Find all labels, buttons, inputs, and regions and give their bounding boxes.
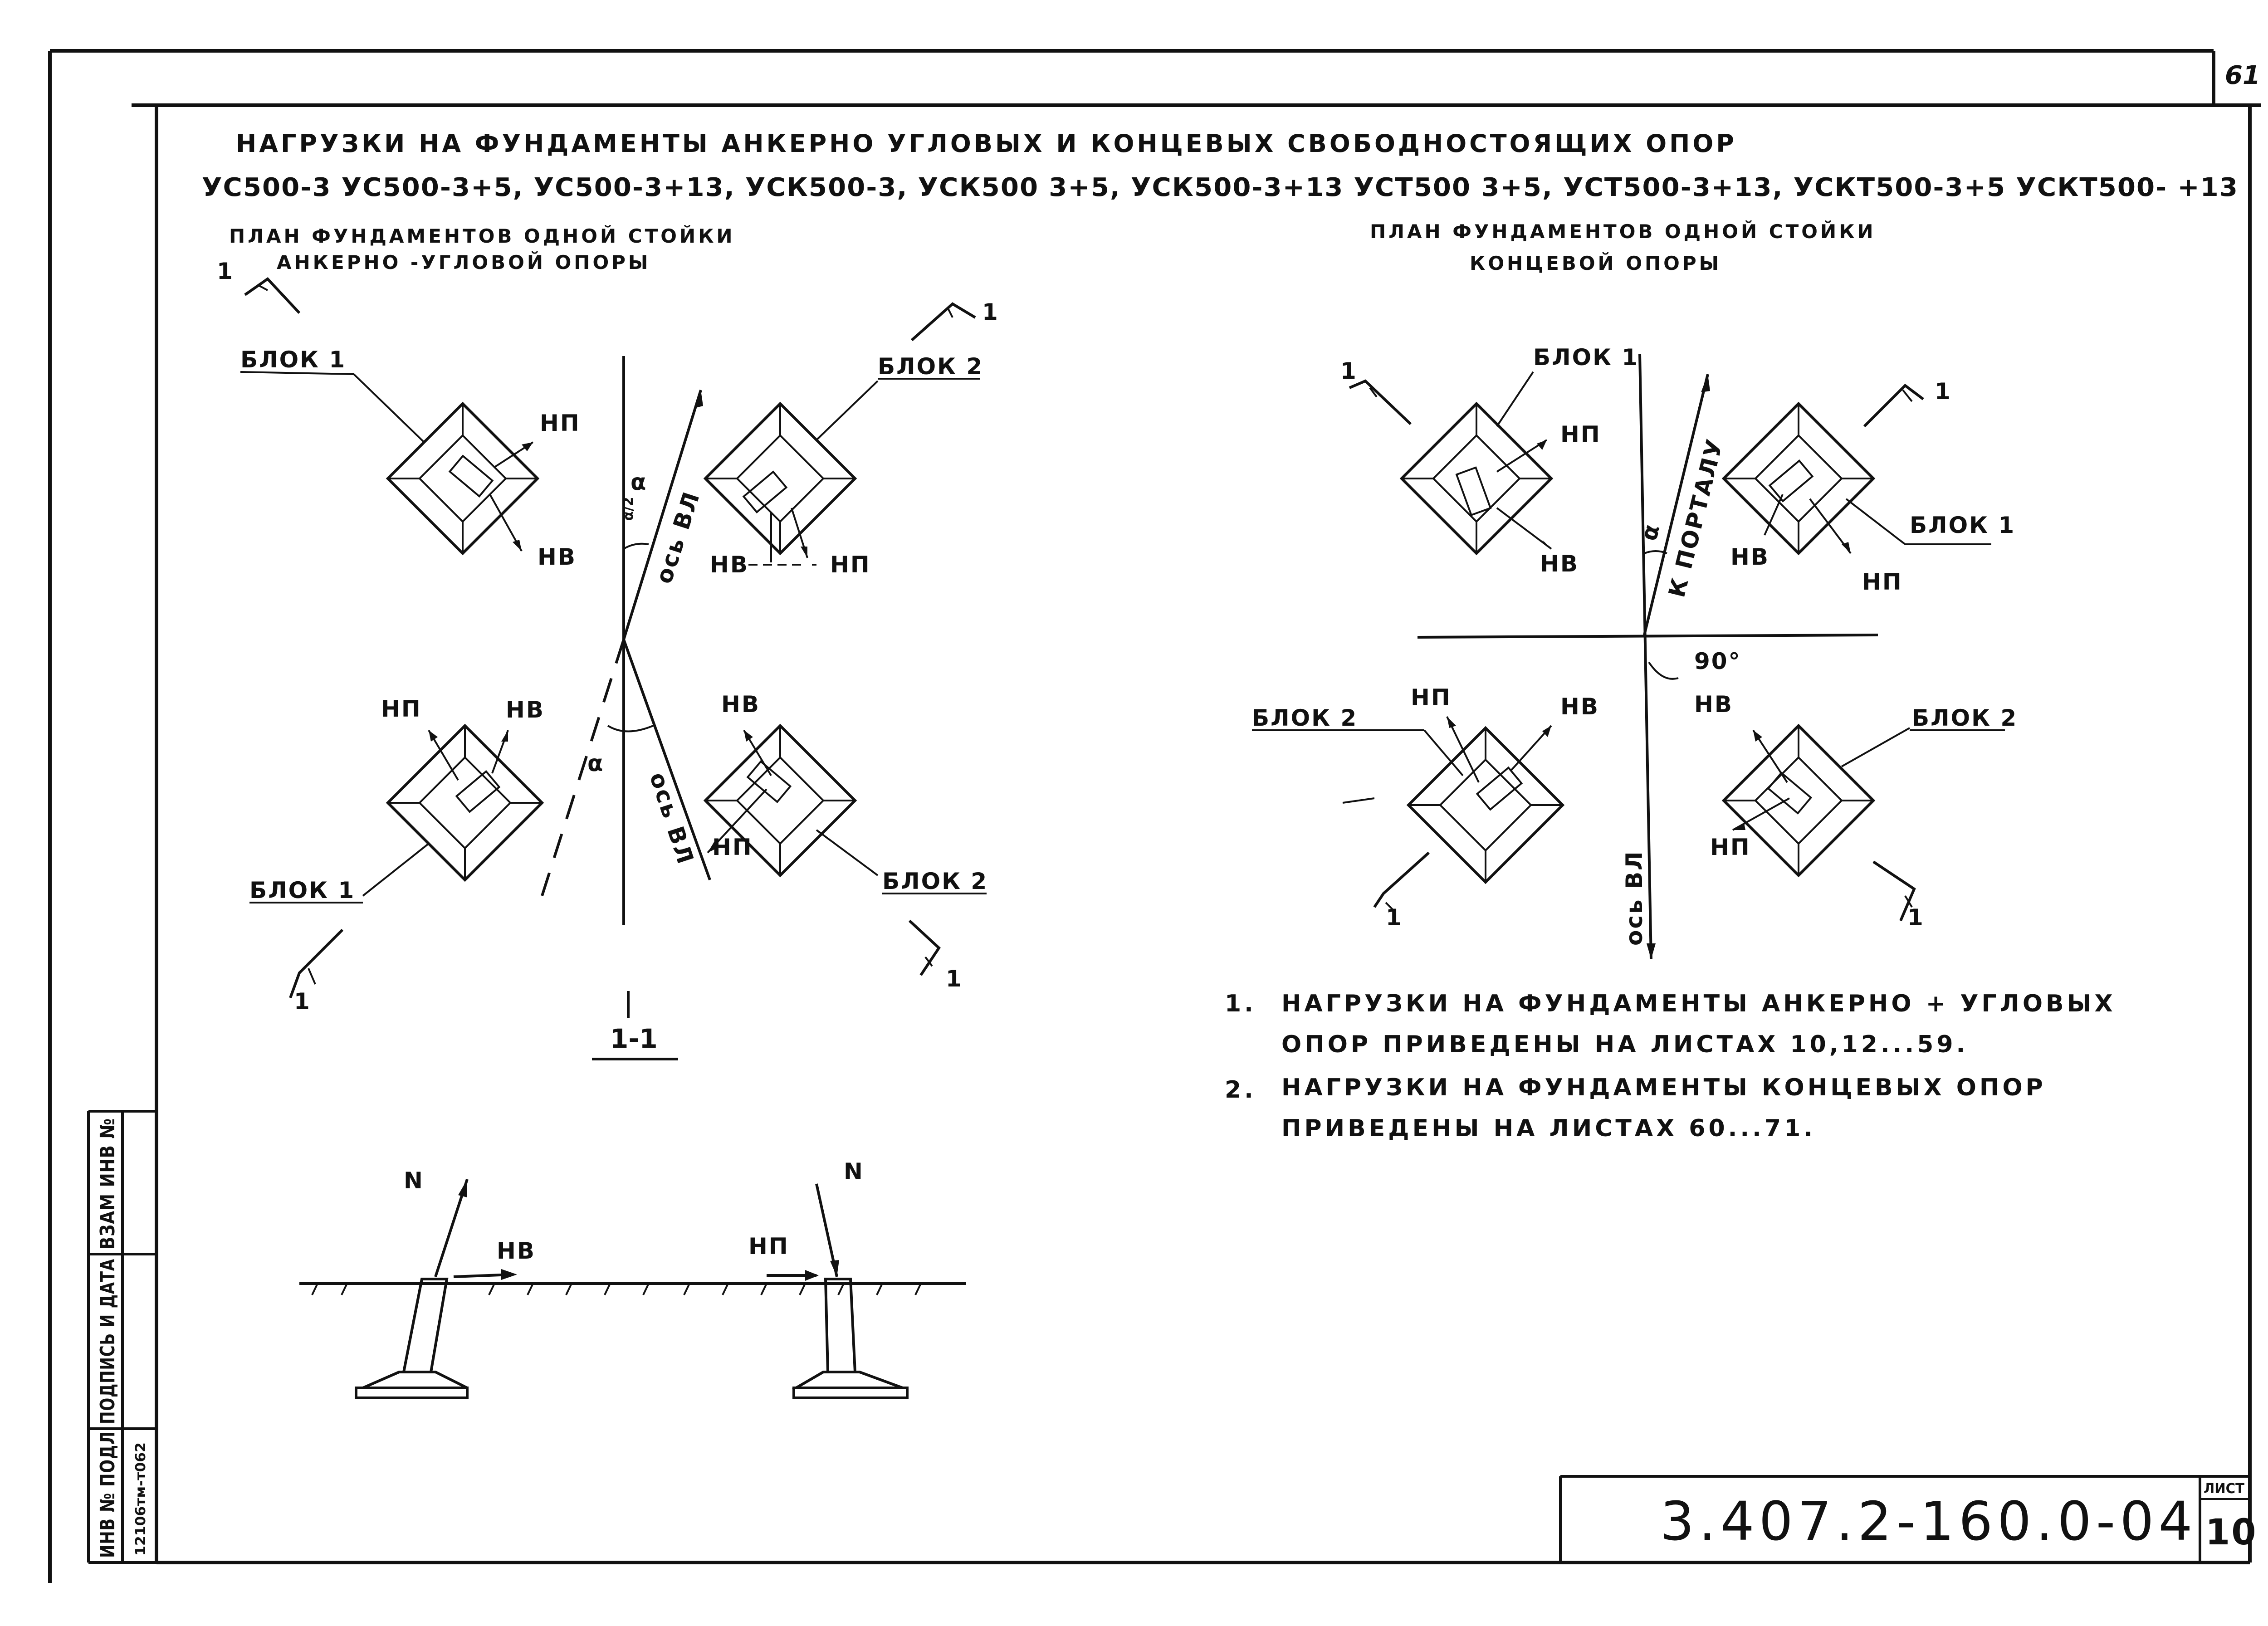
section-mark-r-bl: 1 bbox=[1373, 851, 1430, 931]
pile-right bbox=[824, 1278, 857, 1373]
notes: 1. НАГРУЗКИ НА ФУНДАМЕНТЫ АНКЕРНО + УГЛО… bbox=[1225, 990, 2116, 1142]
line-axis-dashed bbox=[541, 639, 625, 896]
section-mark-bottom-right: 1 bbox=[908, 919, 963, 992]
left-plan-heading: ПЛАН ФУНДАМЕНТОВ ОДНОЙ СТОЙКИ bbox=[229, 225, 735, 247]
label-alpha-top: α bbox=[631, 469, 647, 495]
r-label-block1-top: БЛОК 1 bbox=[1533, 344, 1639, 371]
note-1-number: 1. bbox=[1225, 990, 1256, 1017]
label-nv-tl: НВ bbox=[538, 544, 577, 570]
svg-text:1: 1 bbox=[217, 258, 234, 284]
label-nv-tr: НВ bbox=[710, 552, 749, 578]
label-nv-bl: НВ bbox=[506, 697, 545, 723]
r-label-block1-right: БЛОК 1 bbox=[1910, 512, 2015, 538]
line-to-portal bbox=[1643, 374, 1709, 635]
r-label-np-tl: НП bbox=[1560, 421, 1601, 448]
r-label-nv-r: НВ bbox=[1730, 544, 1769, 570]
section-n-left: N bbox=[404, 1167, 424, 1194]
section-view: 1-1 N НВ N НП bbox=[299, 991, 966, 1399]
section-n-right: N bbox=[844, 1158, 864, 1185]
page-subtitle: УС500-3 УС500-3+5, УС500-3+13, УСК500-3,… bbox=[202, 173, 2239, 202]
right-plan: ПЛАН ФУНДАМЕНТОВ ОДНОЙ СТОЙКИ КОНЦЕВОЙ О… bbox=[1252, 220, 2018, 960]
side-inv-number: 12106тм-т062 bbox=[133, 1442, 149, 1556]
line-axis-top bbox=[622, 390, 702, 640]
note-2-line2: ПРИВЕДЕНЫ НА ЛИСТАХ 60...71. bbox=[1281, 1115, 1816, 1142]
label-np-tl: НП bbox=[540, 410, 581, 436]
label-nv-br: НВ bbox=[721, 691, 760, 718]
svg-text:1: 1 bbox=[1340, 358, 1358, 384]
label-block2-bottom: БЛОК 2 bbox=[882, 868, 988, 894]
section-mark-r-tl: 1 bbox=[1340, 358, 1412, 425]
footing-right bbox=[791, 1371, 904, 1389]
r-block-1-right bbox=[1721, 401, 1876, 556]
section-nv: НВ bbox=[497, 1238, 536, 1264]
note-2-line1: НАГРУЗКИ НА ФУНДАМЕНТЫ КОНЦЕВЫХ ОПОР bbox=[1281, 1074, 2046, 1101]
note-2-number: 2. bbox=[1225, 1076, 1256, 1104]
side-col-inv: ИНВ № ПОДЛ bbox=[96, 1431, 119, 1558]
svg-text:1: 1 bbox=[946, 966, 963, 992]
label-block1-bottom: БЛОК 1 bbox=[249, 877, 355, 903]
pile-left bbox=[402, 1278, 449, 1373]
section-label: 1-1 bbox=[610, 1023, 658, 1054]
r-block-2-left bbox=[1406, 726, 1565, 884]
right-plan-heading-2: КОНЦЕВОЙ ОПОРЫ bbox=[1470, 252, 1721, 274]
section-mark-top-left: 1 bbox=[217, 258, 301, 314]
svg-text:1: 1 bbox=[1386, 904, 1403, 931]
section-mark-top-right: 1 bbox=[911, 299, 999, 342]
sheet-label: ЛИСТ bbox=[2204, 1481, 2245, 1497]
page-title: НАГРУЗКИ НА ФУНДАМЕНТЫ АНКЕРНО УГЛОВЫХ И… bbox=[236, 129, 1737, 158]
drawing-code: 3.407.2-160.0-04 bbox=[1660, 1490, 2197, 1553]
r-label-block2-left: БЛОК 2 bbox=[1252, 705, 1358, 731]
vertical-axis-right bbox=[1638, 353, 1652, 960]
footing-left bbox=[362, 1371, 468, 1389]
line-axis-bottom bbox=[622, 639, 711, 881]
horizontal-axis-right bbox=[1417, 634, 1878, 639]
r-block-2-right bbox=[1721, 723, 1876, 878]
foundation-block-2-bottom bbox=[703, 723, 857, 878]
section-mark-r-tr: 1 bbox=[1863, 378, 1952, 428]
foundation-block-1-bottom bbox=[386, 723, 544, 882]
label-block1-top: БЛОК 1 bbox=[240, 347, 346, 373]
section-mark-r-br: 1 bbox=[1872, 860, 1925, 931]
label-axis-vl-top: ось ВЛ bbox=[650, 488, 705, 586]
label-alpha: α bbox=[587, 750, 604, 776]
label-np-tr: НП bbox=[830, 552, 871, 578]
r-label-np-bl: НП bbox=[1411, 684, 1452, 711]
page-number: 61 bbox=[2225, 61, 2260, 90]
left-plan: ПЛАН ФУНДАМЕНТОВ ОДНОЙ СТОЙКИ АНКЕРНО -У… bbox=[217, 225, 999, 1015]
label-axis-vl-bottom: ось ВЛ bbox=[645, 769, 699, 868]
side-table: ИНВ № ПОДЛ ПОДПИСЬ И ДАТА ВЗАМ ИНВ № 121… bbox=[87, 1110, 156, 1564]
r-label-nv-bl: НВ bbox=[1560, 693, 1599, 720]
label-alpha-half: α/2 bbox=[621, 497, 636, 521]
side-col-signature: ПОДПИСЬ И ДАТА bbox=[96, 1259, 119, 1424]
svg-text:1: 1 bbox=[1935, 378, 1952, 405]
label-angle-90: 90° bbox=[1694, 648, 1741, 674]
r-label-nv-tl: НВ bbox=[1540, 551, 1579, 577]
svg-text:1: 1 bbox=[294, 988, 311, 1015]
left-plan-heading-2: АНКЕРНО -УГЛОВОЙ ОПОРЫ bbox=[277, 251, 650, 273]
r-label-np-r: НП bbox=[1862, 569, 1903, 595]
label-np-bl: НП bbox=[381, 696, 422, 722]
note-1-line1: НАГРУЗКИ НА ФУНДАМЕНТЫ АНКЕРНО + УГЛОВЫХ bbox=[1281, 990, 2116, 1017]
foundation-block-1-top bbox=[386, 401, 540, 556]
label-block2-top: БЛОК 2 bbox=[878, 353, 983, 380]
ground-hatching bbox=[311, 1283, 922, 1295]
right-plan-heading: ПЛАН ФУНДАМЕНТОВ ОДНОЙ СТОЙКИ bbox=[1370, 220, 1876, 243]
r-label-alpha: α bbox=[1636, 520, 1666, 543]
side-col-replaced: ВЗАМ ИНВ № bbox=[96, 1118, 119, 1250]
section-np: НП bbox=[748, 1233, 789, 1260]
sheet-number: 10 bbox=[2205, 1512, 2258, 1553]
r-label-block2-right: БЛОК 2 bbox=[1912, 705, 2018, 731]
foundation-block-2-top bbox=[703, 401, 857, 556]
section-mark-bottom-left: 1 bbox=[289, 928, 344, 1015]
sheet-frame: 61 bbox=[48, 49, 2261, 1583]
note-1-line2: ОПОР ПРИВЕДЕНЫ НА ЛИСТАХ 10,12...59. bbox=[1281, 1031, 1968, 1058]
r-label-np-br: НП bbox=[1710, 834, 1751, 860]
title-stamp: 3.407.2-160.0-04 ЛИСТ 10 bbox=[1559, 1475, 2258, 1563]
r-label-nv-br: НВ bbox=[1694, 691, 1733, 718]
svg-text:1: 1 bbox=[1907, 904, 1925, 931]
svg-text:1: 1 bbox=[982, 299, 999, 325]
r-label-axis-vl: ось ВЛ bbox=[1621, 850, 1647, 946]
